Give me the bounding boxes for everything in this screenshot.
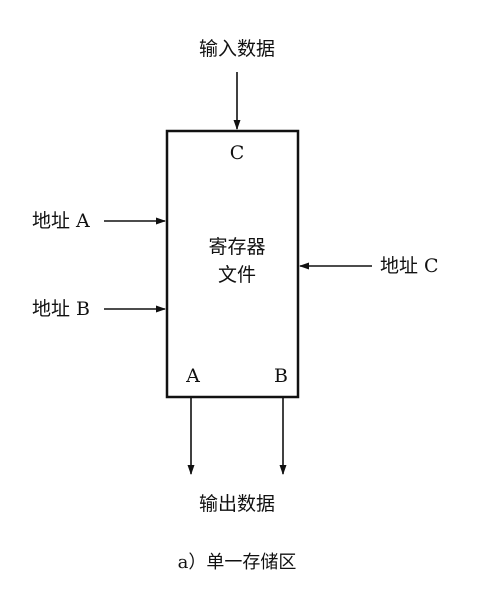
port-c-label: C [229, 142, 245, 164]
output-data-label: 输出数据 [198, 493, 276, 515]
port-a-label: A [186, 365, 200, 387]
port-b-label: B [274, 365, 288, 387]
address-b-label: 地址 B [32, 298, 91, 320]
address-c-label: 地址 C [380, 255, 439, 277]
input-data-label: 输入数据 [198, 38, 276, 60]
register-file-title-line1: 寄存器 [208, 236, 266, 258]
register-file-box [165, 129, 300, 399]
register-file-title-line2: 文件 [217, 264, 257, 286]
address-a-label: 地址 A [32, 210, 90, 232]
figure-caption: a）单一存储区 [177, 552, 297, 573]
